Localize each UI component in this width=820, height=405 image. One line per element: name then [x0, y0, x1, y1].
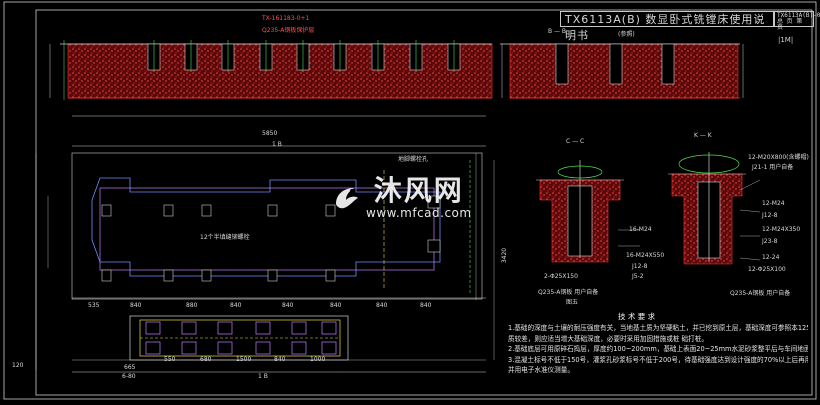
watermark-logo-icon: [336, 188, 358, 209]
beam-dim-3: 1500: [236, 356, 252, 363]
leader-lines: [618, 179, 761, 261]
plan-dim-6: 840: [376, 302, 388, 309]
k-label-3: 12-M24: [762, 200, 785, 207]
plan-b-mark: 1 B: [258, 373, 268, 380]
section-k-title: K — K: [694, 132, 712, 139]
c-label-1: 16-M24: [629, 226, 652, 233]
plan-note-bolt-hole: 地脚螺栓孔: [398, 156, 429, 163]
plan-dim-0: 535: [88, 302, 100, 309]
c-label-4: J5-2: [632, 273, 644, 280]
note-label-2: Q235-A钢板保护层: [262, 27, 315, 34]
dim-3420: 3420: [501, 247, 509, 264]
plan-dim-3: 840: [230, 302, 242, 309]
plan-dim-7: 840: [420, 302, 432, 309]
notes-line-5: 并用电子水准仪测量。: [508, 366, 574, 375]
section-b-sub: (参照): [618, 31, 635, 38]
sheet-border-outer: [3, 1, 817, 400]
k-label-8: 12-Φ25X100: [748, 266, 786, 273]
drawing-sheet-info: 总 页 第 页: [777, 18, 803, 31]
notes-line-4: 3.混凝土标号不低于150号，灌浆孔砂浆标号不低于200号，待基础强度达到设计强…: [508, 355, 808, 364]
k-label-2: J21-1 用户自备: [752, 164, 794, 171]
row-120: 120: [12, 362, 24, 369]
notes-line-2: 质较差，则应适当增大基础深度，必要时采用加固措施或桩 础打桩。: [508, 334, 708, 343]
section-c-detail: [536, 160, 624, 263]
beam-dim-4: 840: [274, 356, 286, 363]
c-label-7: Q235-A钢板 用户自备: [538, 289, 599, 296]
plan-note-bolts: 12个半填缝铆螺栓: [200, 234, 250, 241]
drawing-title: TX6113A(B) 数显卧式铣镗床使用说明书: [560, 11, 774, 42]
plan-dim-1: 840: [130, 302, 142, 309]
beam-dim-0: 665: [124, 364, 136, 371]
notes-line-3: 2.基础底层可用原碎石捣层，厚度约100~200mm，基础上表面20~25mm水…: [508, 345, 808, 354]
plan-dim-5: 840: [330, 302, 342, 309]
watermark-name: 沐风网: [373, 174, 464, 207]
section-b-label: B — B: [548, 28, 567, 35]
dim-5850: 5850: [262, 130, 278, 137]
technical-notes: 技 术 要 求 1.基础的深度与土壤的耐压强度有关，当地基土质为坚硬粘土，并已挖…: [508, 312, 808, 375]
drawing-code: TX6113A(B)-01301 总 页 第 页: [774, 11, 820, 31]
dim-1b: 1 B: [272, 141, 282, 148]
k-label-6: J23-8: [762, 238, 778, 245]
section-c-title: C — C: [566, 138, 585, 145]
c-label-6: 2-Φ25X150: [544, 273, 578, 280]
beam-detail: [72, 315, 486, 373]
note-label-1: TX-161183-0+1: [262, 15, 310, 22]
beam-dim-6: 6-80: [122, 373, 136, 380]
beam-dim-1: 550: [164, 356, 176, 363]
plan-dim-2: 880: [186, 302, 198, 309]
drawing-code-number: TX6113A(B)-01301: [777, 12, 820, 19]
watermark-site: www.mfcad.com: [366, 206, 472, 220]
c-label-3: J12-8: [632, 263, 648, 270]
watermark: 沐风网 www.mfcad.com: [330, 176, 472, 220]
elevation-section-left: [49, 40, 493, 117]
k-label-10: Q235-A钢板 用户自备: [730, 290, 791, 297]
beam-dim-2: 680: [200, 356, 212, 363]
section-k-detail: [668, 152, 746, 265]
svg-text:|1M|: |1M|: [778, 36, 793, 44]
elevation-section-right: |1M|: [500, 36, 793, 99]
k-label-5: 12-M24X350: [762, 226, 801, 233]
k-label-4: J12-8: [762, 212, 778, 219]
c-label-8: 图五: [566, 299, 579, 306]
notes-line-1: 1.基础的深度与土壤的耐压强度有关，当地基土质为坚硬粘土，并已挖到原土层，基础深…: [508, 324, 808, 333]
k-label-1: 12-M20X800(含螺帽): [748, 154, 809, 161]
plan-view: [35, 145, 495, 370]
beam-dim-5: 1000: [310, 356, 326, 363]
c-label-2: 16-M24X550: [626, 252, 665, 259]
notes-title: 技 术 要 求: [618, 312, 656, 321]
plan-dim-4: 840: [282, 302, 294, 309]
k-label-7: 12-24: [762, 254, 780, 261]
